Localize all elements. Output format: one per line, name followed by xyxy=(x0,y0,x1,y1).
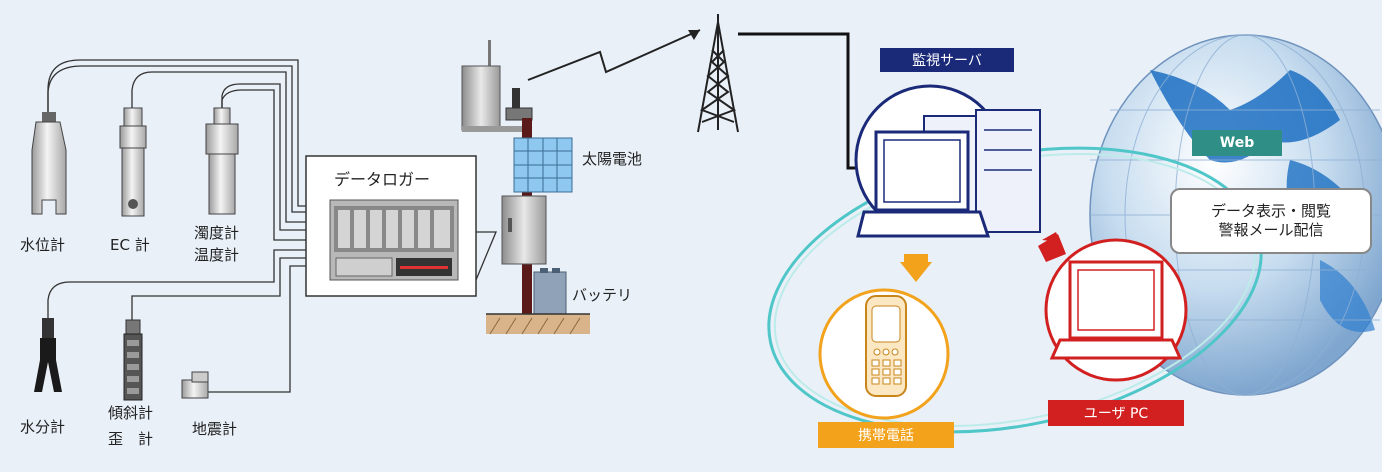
server-icon xyxy=(854,84,1041,238)
web-label: Web xyxy=(1192,130,1282,156)
antenna-tower-icon xyxy=(697,14,739,133)
field-station-icon xyxy=(461,40,590,335)
temperature-label: 温度計 xyxy=(194,246,240,264)
data-logger-label: データロガー xyxy=(334,170,431,189)
radio-link xyxy=(527,29,701,81)
turbidity-sensor-icon xyxy=(205,107,239,215)
data-logger-icon xyxy=(305,155,497,297)
inclinometer-label: 傾斜計 xyxy=(108,404,154,422)
user-pc-label: ユーザ PC xyxy=(1048,400,1184,426)
water-level-label: 水位計 xyxy=(20,236,66,254)
seismometer-label: 地震計 xyxy=(192,420,238,438)
mobile-phone-icon xyxy=(818,288,950,420)
moisture-sensor-icon xyxy=(34,318,62,392)
ec-sensor-icon xyxy=(119,107,147,217)
arrow-to-user-pc xyxy=(1038,232,1066,262)
ec-label: EC 計 xyxy=(110,236,150,254)
info-line-2: 警報メール配信 xyxy=(1218,221,1324,239)
strain-label: 歪 計 xyxy=(108,430,154,448)
solar-label: 太陽電池 xyxy=(582,150,643,168)
radio-link-arrow xyxy=(688,30,700,40)
seismometer-icon xyxy=(181,371,209,399)
sensor-cables xyxy=(47,59,306,393)
arrow-to-mobile xyxy=(900,254,932,282)
inclinometer-icon xyxy=(123,319,143,401)
solar-panel-icon xyxy=(513,137,573,193)
battery-icon xyxy=(533,268,567,315)
server-link xyxy=(738,32,870,170)
turbidity-label: 濁度計 xyxy=(194,224,240,242)
info-box: データ表示・閲覧 警報メール配信 xyxy=(1170,188,1372,254)
water-level-sensor-icon xyxy=(31,112,67,215)
battery-label: バッテリ xyxy=(572,286,633,304)
user-pc-icon xyxy=(1044,238,1188,382)
moisture-label: 水分計 xyxy=(20,418,66,436)
info-line-1: データ表示・閲覧 xyxy=(1210,202,1331,221)
server-label: 監視サーバ xyxy=(880,48,1014,72)
mobile-label: 携帯電話 xyxy=(818,422,954,448)
